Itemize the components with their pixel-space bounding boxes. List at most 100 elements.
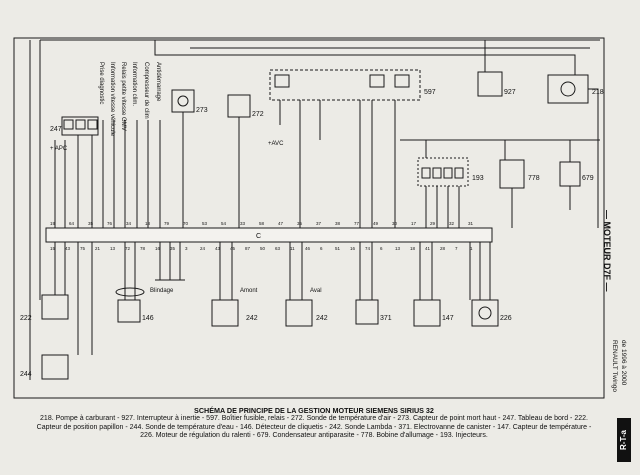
ecu-mark: C [256, 233, 261, 240]
knock-sensor-146 [117, 299, 141, 323]
ecu-pin-top: 79 [164, 221, 170, 226]
label-193: 193 [472, 175, 484, 182]
ecu-pin-bottom: 72 [125, 246, 131, 251]
signal-label: Information clim. [131, 62, 137, 106]
signal-label: Compresseur de clim [143, 62, 149, 119]
ecu-pin-top: 33 [240, 221, 246, 226]
ecu-pin-bottom: 87 [245, 246, 251, 251]
ecu-pin-top: 17 [411, 221, 417, 226]
fuse-relay-box-597 [269, 69, 421, 101]
label-272: 272 [252, 111, 264, 118]
label-597: 597 [424, 89, 436, 96]
signal-label: Prise diagnostic [98, 62, 104, 104]
label-242-amont: 242 [246, 315, 258, 322]
ecu-pin-bottom: 45 [230, 246, 236, 251]
ecu-pin-bottom: 3 [185, 246, 188, 251]
ecu-pin-top: 18 [145, 221, 151, 226]
ecu-pin-bottom: 43 [215, 246, 221, 251]
ecu-pin-top: 77 [354, 221, 360, 226]
ecu-pin-top: 54 [221, 221, 227, 226]
caption-title: SCHÉMA DE PRINCIPE DE LA GESTION MOTEUR … [194, 406, 434, 415]
ecu-pin-top: 34 [126, 221, 132, 226]
ecu-pin-bottom: 41 [425, 246, 431, 251]
diagram-frame [13, 37, 605, 399]
ecu-pin-top: 35 [297, 221, 303, 226]
signal-labels: Prise diagnostic Information vitesse véhi… [98, 62, 161, 137]
dashboard-247 [61, 116, 99, 136]
rta-badge: R-T-a [617, 418, 631, 462]
capacitor-679 [559, 161, 581, 187]
label-aval: Aval [310, 288, 322, 294]
signal-label: Information vitesse véhicule [109, 62, 115, 137]
ecu-pin-top: 31 [468, 221, 474, 226]
ecu-pin-bottom: 46 [305, 246, 311, 251]
ecu-pin-top: 58 [259, 221, 265, 226]
ecu-pin-bottom: 11 [290, 246, 295, 251]
label-amont: Amont [240, 288, 258, 294]
ecu-connector-bar [45, 227, 493, 243]
vehicle-line2: de 1996 à 2000 [620, 340, 627, 386]
label-371: 371 [380, 315, 392, 322]
ecu-pin-top: 35 [88, 221, 94, 226]
lambda-downstream-242 [285, 299, 313, 327]
label-147: 147 [442, 315, 454, 322]
ecu-pin-top: 53 [202, 221, 208, 226]
label-218: 218 [592, 89, 604, 96]
signal-label: Antidémarrage [155, 62, 161, 102]
ecu-pin-top: 32 [449, 221, 455, 226]
idle-motor-226 [471, 299, 499, 327]
label-avc: +AVC [268, 141, 284, 147]
ecu-pin-top: 19 [50, 221, 56, 226]
ecu-pin-bottom: 7 [455, 246, 458, 251]
label-222: 222 [20, 315, 32, 322]
ecu-pin-top: 47 [278, 221, 284, 226]
canister-valve-371 [355, 299, 379, 325]
lambda-upstream-242 [211, 299, 239, 327]
ecu-pin-top: 76 [107, 221, 113, 226]
label-778: 778 [528, 175, 540, 182]
signal-label: Relais petite vitesse GMV [120, 62, 126, 131]
ecu-pin-bottom: 43 [65, 246, 71, 251]
label-679: 679 [582, 175, 594, 182]
label-blindage: Blindage [150, 288, 174, 294]
ecu-pin-top: 38 [335, 221, 341, 226]
diagram-caption: SCHÉMA DE PRINCIPE DE LA GESTION MOTEUR … [34, 406, 594, 441]
ecu-pin-bottom: 75 [80, 246, 86, 251]
ecu-pin-bottom: 15 [50, 246, 56, 251]
ecu-pin-bottom: 74 [365, 246, 371, 251]
ecu-pin-bottom: 21 [95, 246, 101, 251]
ecu-pin-top: 30 [392, 221, 398, 226]
sensor-273-box [171, 89, 195, 113]
section-title: — MOTEUR D7F — [602, 210, 612, 292]
ecu-pin-bottom: 1 [470, 246, 473, 251]
water-temp-sensor-244 [41, 354, 69, 380]
ignition-coil-778 [499, 159, 525, 189]
ecu-pin-top: 49 [373, 221, 379, 226]
ecu-pin-bottom: 6 [320, 246, 323, 251]
ecu-pin-bottom: 63 [275, 246, 281, 251]
throttle-sensor-222 [41, 294, 69, 320]
label-244: 244 [20, 371, 32, 378]
ecu-pin-top: 64 [69, 221, 75, 226]
fuel-pump-218 [547, 74, 589, 104]
temp-sensor-147 [413, 299, 441, 327]
label-247: 247 [50, 126, 62, 133]
inertia-switch-927 [477, 71, 503, 97]
ecu-pin-bottom: 51 [335, 246, 341, 251]
ecu-pin-top: 37 [316, 221, 322, 226]
label-apc: + APC [50, 146, 68, 152]
sensor-272-box [227, 94, 251, 118]
label-273: 273 [196, 107, 208, 114]
ecu-pin-bottom: 50 [260, 246, 266, 251]
ecu-pin-bottom: 18 [410, 246, 416, 251]
caption-legend: 218. Pompe à carburant - 927. Interrupte… [36, 415, 592, 440]
label-226: 226 [500, 315, 512, 322]
ecu-pin-bottom: 35 [170, 246, 176, 251]
ecu-pin-bottom: 6 [380, 246, 383, 251]
ecu-pin-bottom: 78 [140, 246, 146, 251]
ecu-pin-bottom: 13 [395, 246, 401, 251]
injectors-193 [417, 157, 469, 187]
ecu-pin-top: 29 [430, 221, 436, 226]
